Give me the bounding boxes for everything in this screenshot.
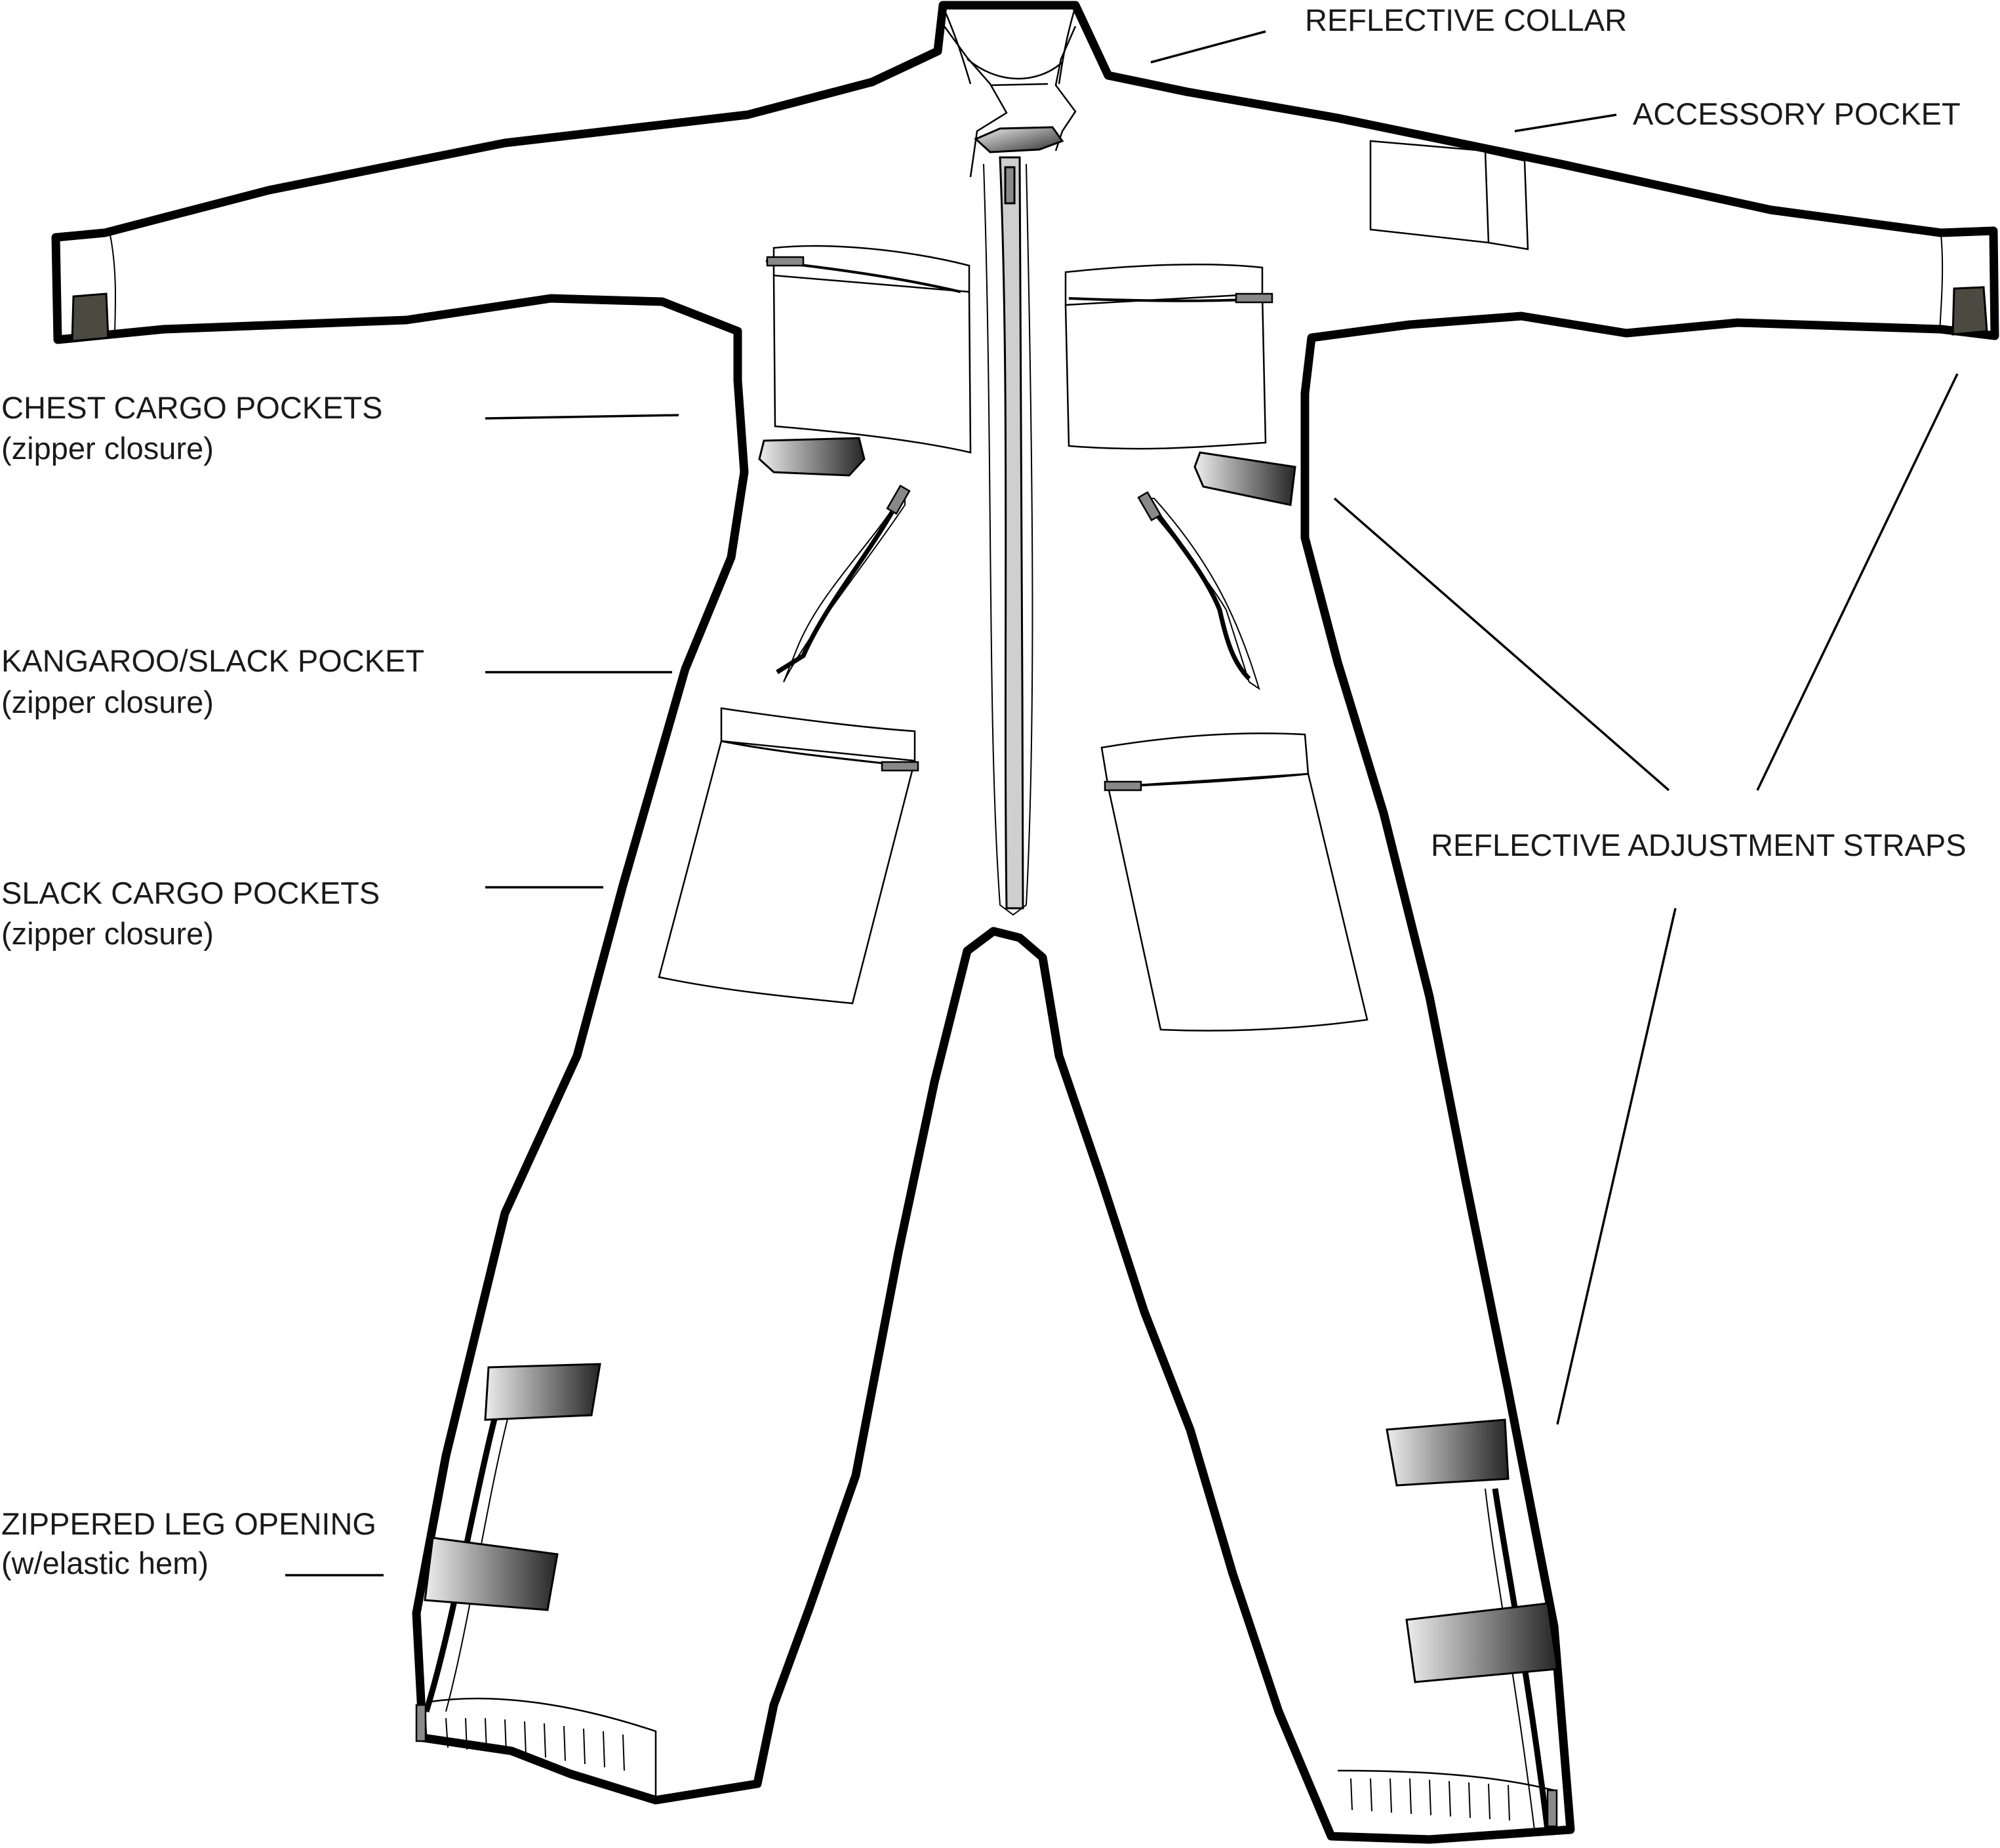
leader-line-strap-chest bbox=[1333, 497, 1670, 792]
label-slack-cargo-sub: (zipper closure) bbox=[1, 916, 214, 951]
reflective-strap-chest-left bbox=[758, 437, 866, 477]
label-chest-cargo-sub: (zipper closure) bbox=[1, 431, 214, 466]
reflective-strap-chest-right bbox=[1193, 451, 1296, 506]
kangaroo-pocket-left bbox=[776, 484, 911, 683]
kangaroo-pocket-right bbox=[1137, 491, 1260, 691]
label-slack-cargo-title: SLACK CARGO POCKETS bbox=[1, 875, 380, 910]
zipper-pull-icon bbox=[1104, 780, 1142, 792]
center-zipper bbox=[983, 156, 1033, 916]
cuff-right bbox=[1939, 234, 1988, 336]
slack-cargo-pocket-right bbox=[1100, 732, 1369, 1032]
label-kangaroo-title: KANGAROO/SLACK POCKET bbox=[1, 643, 424, 678]
leader-lines bbox=[285, 30, 1959, 1577]
zipper-pull-icon bbox=[881, 761, 919, 772]
chest-cargo-pocket-left bbox=[772, 245, 972, 454]
reflective-collar-tab bbox=[974, 126, 1064, 153]
leader-line-chest bbox=[485, 414, 679, 420]
zipper-pull-icon bbox=[1235, 292, 1273, 304]
leader-line-strap-leg bbox=[1556, 908, 1677, 1425]
cuff-left bbox=[71, 234, 117, 342]
chest-cargo-pocket-right bbox=[1064, 264, 1267, 450]
reflective-strap-leg-left-upper bbox=[484, 1363, 601, 1421]
label-reflective-straps: REFLECTIVE ADJUSTMENT STRAPS bbox=[1431, 828, 1967, 862]
leader-line-accessory bbox=[1514, 113, 1617, 132]
label-leg-opening-sub: (w/elastic hem) bbox=[1, 1546, 209, 1580]
reflective-strap-leg-right-lower bbox=[1405, 1602, 1559, 1683]
label-reflective-collar: REFLECTIVE COLLAR bbox=[1305, 3, 1627, 37]
label-leg-opening-title: ZIPPERED LEG OPENING bbox=[1, 1506, 376, 1541]
label-chest-cargo-title: CHEST CARGO POCKETS bbox=[1, 390, 383, 425]
coverall-outline bbox=[51, 1, 1999, 1844]
accessory-pocket bbox=[1369, 140, 1529, 251]
slack-cargo-pocket-left bbox=[658, 707, 916, 1005]
zipper-pull-icon bbox=[766, 256, 805, 267]
label-kangaroo-sub: (zipper closure) bbox=[1, 685, 214, 719]
reflective-strap-leg-left-lower bbox=[424, 1537, 559, 1611]
reflective-strap-leg-right-upper bbox=[1386, 1418, 1510, 1487]
label-accessory-pocket: ACCESSORY POCKET bbox=[1633, 96, 1961, 131]
leader-line-strap-cuff bbox=[1756, 373, 1959, 791]
leader-line-collar bbox=[1150, 30, 1266, 64]
